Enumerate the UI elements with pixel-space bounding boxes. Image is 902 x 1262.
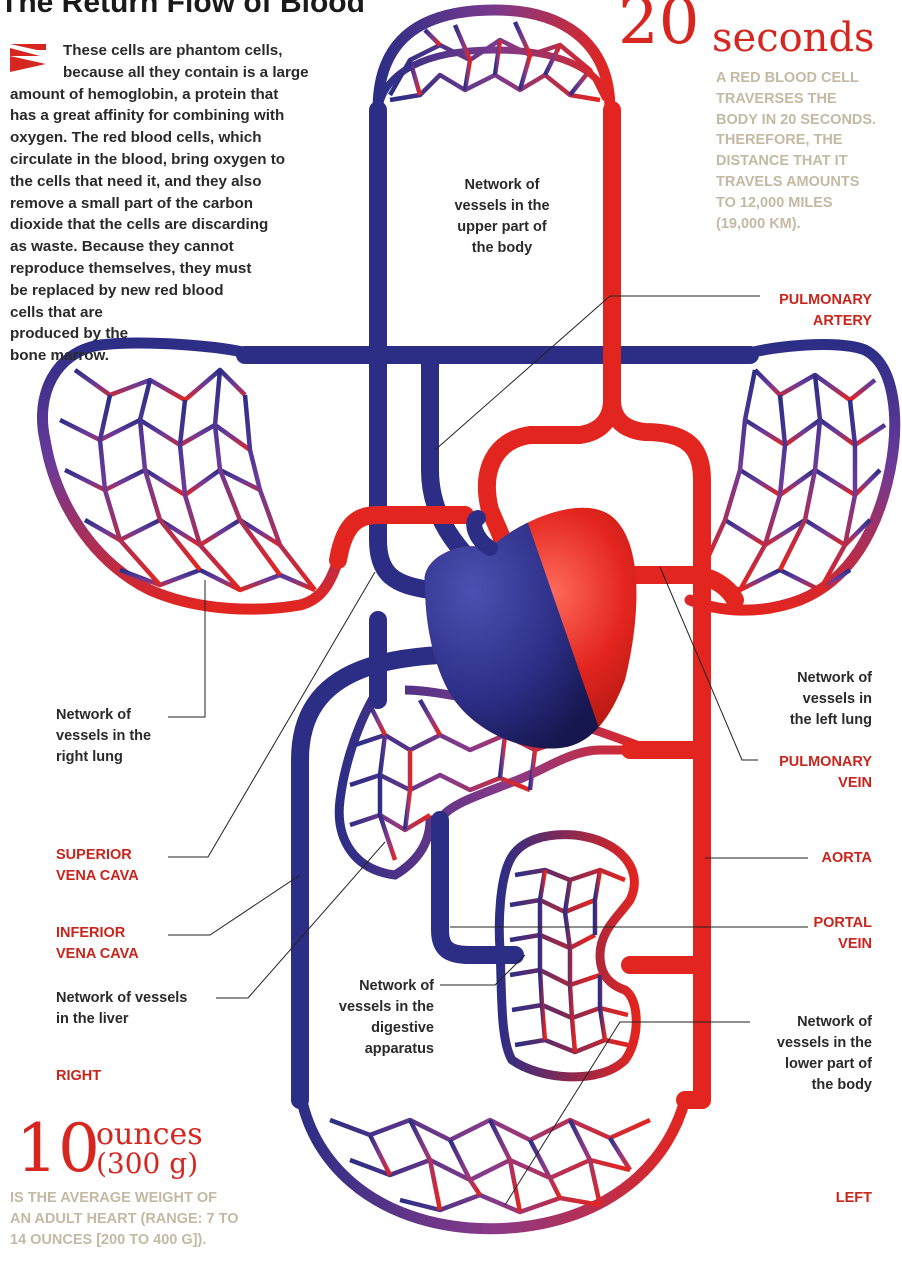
label-line: the left lung [740,710,872,731]
label-line: Network of [432,175,572,196]
stat-bottom-unit-2: (300 g) [96,1150,198,1178]
stat-bottom-unit-1: ounces [96,1120,203,1150]
caption-line: DISTANCE THAT IT [716,151,902,172]
intro-line: as waste. Because they cannot [10,236,350,258]
label-aorta: AORTA [790,848,872,869]
stat-bottom-number: 10 [16,1116,100,1182]
label-line: PULMONARY [740,752,872,773]
upper-body-network [378,10,612,118]
intro-line: bone marrow. [10,345,350,367]
label-line: SUPERIOR [56,845,139,866]
label-right-lung: Network of vessels in the right lung [56,705,151,768]
caption-line: TRAVERSES THE [716,89,902,110]
label-line: Network of vessels [56,988,187,1009]
caption-line: (19,000 KM). [716,214,902,235]
intro-paragraph: These cells are phantom cells, because a… [10,40,350,367]
caption-line: TO 12,000 MILES [716,193,902,214]
right-lung-network [42,343,338,609]
label-portal-vein: PORTAL VEIN [790,913,872,955]
label-pulmonary-vein: PULMONARY VEIN [740,752,872,794]
label-left: LEFT [790,1188,872,1209]
caption-line: IS THE AVERAGE WEIGHT OF [10,1188,300,1209]
label-line: vessels in [740,689,872,710]
intro-line: produced by the [10,323,350,345]
intro-line: the cells that need it, and they also [10,171,350,193]
label-line: vessels in the [300,997,434,1018]
label-line: the body [432,238,572,259]
intro-line: reproduce themselves, they must [10,258,350,280]
stat-top-number: 20 [618,0,699,54]
caption-line: 14 OUNCES [200 TO 400 G]). [10,1230,300,1251]
label-left-lung: Network of vessels in the left lung [740,668,872,731]
label-line: vessels in the [432,196,572,217]
label-line: lower part of [740,1054,872,1075]
caption-line: AN ADULT HEART (RANGE: 7 TO [10,1209,300,1230]
intro-line: oxygen. The red blood cells, which [10,127,350,149]
label-line: vessels in the [56,726,151,747]
label-line: in the liver [56,1009,187,1030]
label-line: VEIN [740,773,872,794]
label-line: Network of [740,668,872,689]
intro-line: because all they contain is a large [10,62,350,84]
intro-line: be replaced by new red blood [10,280,350,302]
intro-line: These cells are phantom cells, [10,40,350,62]
label-digestive: Network of vessels in the digestive appa… [300,976,434,1060]
intro-line: circulate in the blood, bring oxygen to [10,149,350,171]
label-pulmonary-artery: PULMONARY ARTERY [740,290,872,332]
caption-line: BODY IN 20 SECONDS. [716,110,902,131]
intro-line: has a great affinity for combining with [10,105,350,127]
caption-line: THEREFORE, THE [716,130,902,151]
stat-top-caption: A RED BLOOD CELL TRAVERSES THE BODY IN 2… [716,68,902,234]
label-line: VEIN [790,934,872,955]
label-upper-body: Network of vessels in the upper part of … [432,175,572,259]
label-line: ARTERY [740,311,872,332]
label-line: upper part of [432,217,572,238]
label-line: Network of [300,976,434,997]
label-line: digestive [300,1018,434,1039]
label-superior-vena-cava: SUPERIOR VENA CAVA [56,845,139,887]
label-line: Network of [56,705,151,726]
label-line: PORTAL [790,913,872,934]
intro-line: cells that are [10,302,350,324]
label-line: the body [740,1075,872,1096]
label-lower-body: Network of vessels in the lower part of … [740,1012,872,1096]
intro-line: remove a small part of the carbon [10,193,350,215]
label-line: VENA CAVA [56,866,139,887]
stat-bottom-caption: IS THE AVERAGE WEIGHT OF AN ADULT HEART … [10,1188,300,1250]
label-liver: Network of vessels in the liver [56,988,187,1030]
caption-line: A RED BLOOD CELL [716,68,902,89]
label-line: VENA CAVA [56,944,139,965]
caption-line: TRAVELS AMOUNTS [716,172,902,193]
label-right: RIGHT [56,1066,101,1087]
label-inferior-vena-cava: INFERIOR VENA CAVA [56,923,139,965]
label-line: Network of [740,1012,872,1033]
label-line: PULMONARY [740,290,872,311]
heart [400,500,636,760]
label-line: apparatus [300,1039,434,1060]
stat-top-unit: seconds [712,18,875,58]
intro-line: amount of hemoglobin, a protein that [10,84,350,106]
intro-line: dioxide that the cells are discarding [10,214,350,236]
left-lung-network [690,345,895,611]
label-line: vessels in the [740,1033,872,1054]
lower-body-network [300,1090,685,1229]
label-line: INFERIOR [56,923,139,944]
label-line: right lung [56,747,151,768]
